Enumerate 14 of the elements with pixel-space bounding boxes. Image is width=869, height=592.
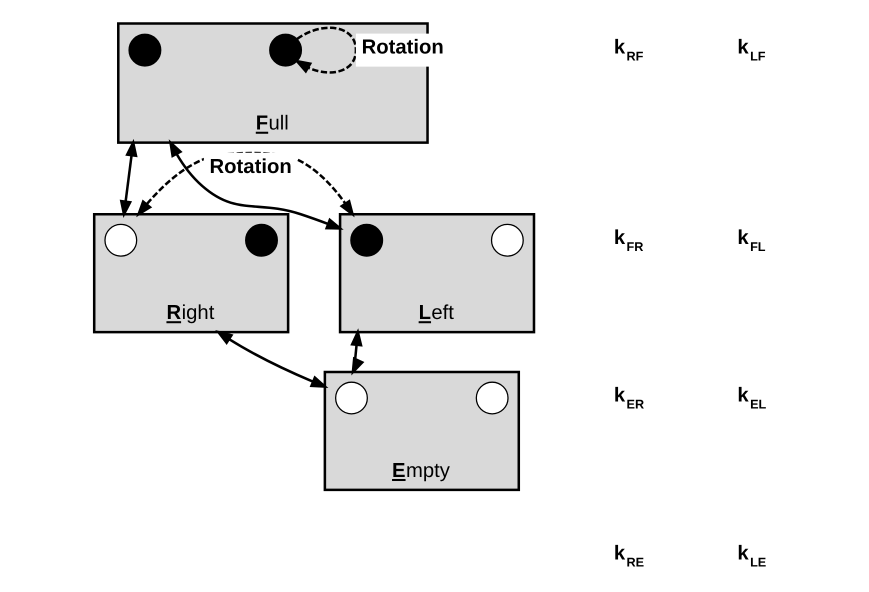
edge-label: Rotation: [362, 36, 444, 59]
label: k$_{LE}$: [737, 542, 766, 570]
label: k$_{ER}$: [614, 384, 644, 412]
label: k$_{LF}$: [737, 36, 766, 64]
node-label: Full: [256, 112, 289, 135]
label: k$_{RF}$: [614, 36, 644, 64]
edge-label: Rotation: [210, 156, 292, 178]
label: k$_{RE}$: [614, 542, 644, 570]
node-label: Left: [418, 302, 454, 324]
node-label: Right: [166, 302, 214, 324]
label: k$_{FL}$: [737, 226, 766, 254]
label: k$_{FR}$: [614, 226, 644, 254]
label: k$_{EL}$: [737, 384, 766, 412]
node-label: Empty: [392, 460, 450, 482]
